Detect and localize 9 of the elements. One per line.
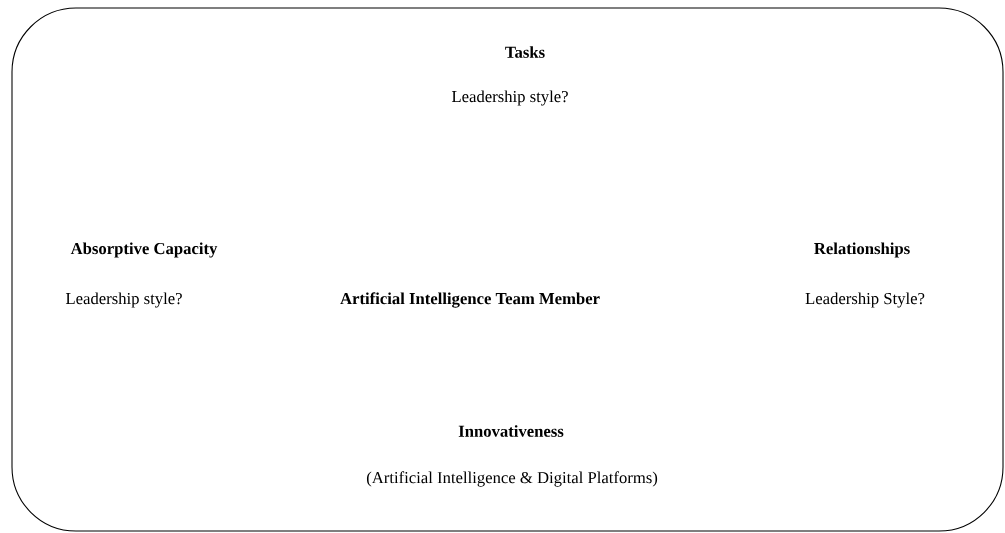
body-text: Leadership style? [65, 292, 182, 308]
heading-text: Artificial Intelligence Team Member [340, 292, 600, 308]
body-text: (Artificial Intelligence & Digital Platforms) [366, 471, 658, 487]
heading-text: Innovativeness [458, 425, 564, 437]
body-text: Leadership style? [451, 90, 568, 106]
heading-text: Absorptive Capacity [70, 242, 218, 258]
heading-text: Relationships [814, 242, 910, 258]
heading-text: Tasks [505, 46, 545, 58]
body-text: Leadership Style? [805, 292, 925, 308]
